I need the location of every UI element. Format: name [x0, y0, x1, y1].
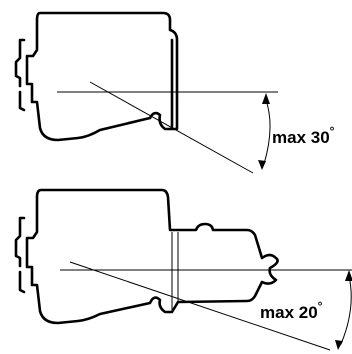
flange-lower: [18, 90, 26, 112]
angle-arc: [340, 275, 352, 345]
arc-arrowhead-bottom: [258, 160, 266, 170]
arc-arrowhead-top: [345, 270, 352, 281]
angle-arc: [263, 99, 271, 165]
engine-diagram-30: max 30°: [14, 11, 335, 174]
arc-arrowhead-bottom: [335, 340, 343, 350]
angle-label-30: max 30°: [272, 124, 335, 147]
engine-diagram-20: max 20°: [14, 188, 352, 351]
flange-upper: [14, 216, 26, 268]
flange-lower: [18, 270, 26, 294]
angle-label-20: max 20°: [260, 299, 323, 322]
engine-outline: [25, 11, 179, 142]
flange-upper: [14, 38, 26, 88]
arc-arrowhead-top: [262, 93, 270, 104]
inclination-line: [69, 261, 331, 351]
engine-outline: [25, 188, 279, 325]
inclination-line: [89, 81, 254, 174]
